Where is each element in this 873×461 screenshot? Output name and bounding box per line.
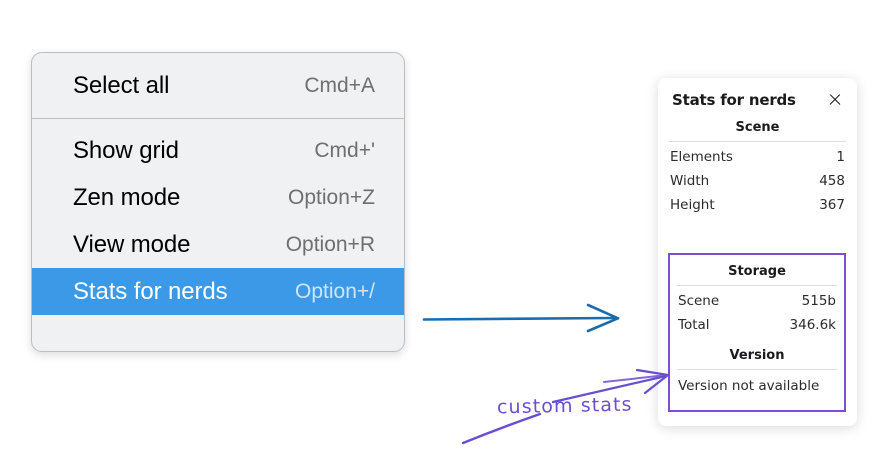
menu-bottom-padding xyxy=(32,315,404,333)
menu-group-edit: Select all Cmd+A xyxy=(32,53,404,118)
stat-key: Elements xyxy=(670,149,733,165)
menu-item-label: Show grid xyxy=(73,136,179,164)
menu-separator xyxy=(32,118,404,119)
menu-item-stats-for-nerds[interactable]: Stats for nerds Option+/ xyxy=(32,268,404,315)
menu-item-show-grid[interactable]: Show grid Cmd+' xyxy=(32,127,404,174)
stat-value: 458 xyxy=(819,173,845,189)
menu-item-label: Select all xyxy=(73,71,170,99)
section-heading-version: Version xyxy=(729,348,785,363)
stat-key: Scene xyxy=(678,293,720,309)
stat-row-height: Height 367 xyxy=(669,193,846,217)
menu-item-shortcut: Cmd+' xyxy=(314,139,375,162)
section-heading-storage: Storage xyxy=(728,264,786,279)
stat-value: 367 xyxy=(819,197,845,213)
stat-row-storage-scene: Scene 515b xyxy=(677,289,837,313)
panel-body: Scene Elements 1 Width 458 Height 367 xyxy=(658,109,857,217)
stat-key: Width xyxy=(670,173,710,189)
panel-header: Stats for nerds xyxy=(658,78,857,109)
menu-item-shortcut: Option+/ xyxy=(295,280,375,303)
annotation-custom-stats-label: custom stats xyxy=(496,393,633,419)
section-rule xyxy=(677,369,837,370)
version-value: Version not available xyxy=(678,378,820,394)
stat-row-width: Width 458 xyxy=(669,169,846,193)
stat-row-elements: Elements 1 xyxy=(669,145,846,169)
menu-item-shortcut: Cmd+A xyxy=(304,74,375,97)
section-rule xyxy=(677,285,837,286)
section-rule xyxy=(669,141,846,142)
close-icon[interactable] xyxy=(827,92,843,108)
stat-key: Total xyxy=(678,317,710,333)
menu-item-view-mode[interactable]: View mode Option+R xyxy=(32,221,404,268)
flow-arrow-icon xyxy=(422,303,620,333)
custom-stats-sections: Storage Scene 515b Total 346.6k Version … xyxy=(668,253,846,412)
menu-item-label: View mode xyxy=(73,230,191,258)
panel-title: Stats for nerds xyxy=(672,91,796,109)
menu-item-shortcut: Option+Z xyxy=(288,186,375,209)
stats-for-nerds-panel[interactable]: Stats for nerds Scene Elements 1 Width 4… xyxy=(658,78,857,426)
menu-item-select-all[interactable]: Select all Cmd+A xyxy=(32,62,404,109)
stat-row-storage-total: Total 346.6k xyxy=(677,313,837,337)
menu-item-shortcut: Option+R xyxy=(285,233,375,256)
menu-item-label: Zen mode xyxy=(73,183,181,211)
context-menu[interactable]: Select all Cmd+A Show grid Cmd+' Zen mod… xyxy=(31,52,405,352)
section-heading-scene: Scene xyxy=(735,120,780,135)
menu-item-zen-mode[interactable]: Zen mode Option+Z xyxy=(32,174,404,221)
stat-value: 346.6k xyxy=(789,317,836,333)
stat-key: Height xyxy=(670,197,715,213)
menu-group-view: Show grid Cmd+' Zen mode Option+Z View m… xyxy=(32,119,404,333)
stat-value: 1 xyxy=(836,149,845,165)
menu-item-label: Stats for nerds xyxy=(73,277,228,305)
stat-value: 515b xyxy=(801,293,836,309)
